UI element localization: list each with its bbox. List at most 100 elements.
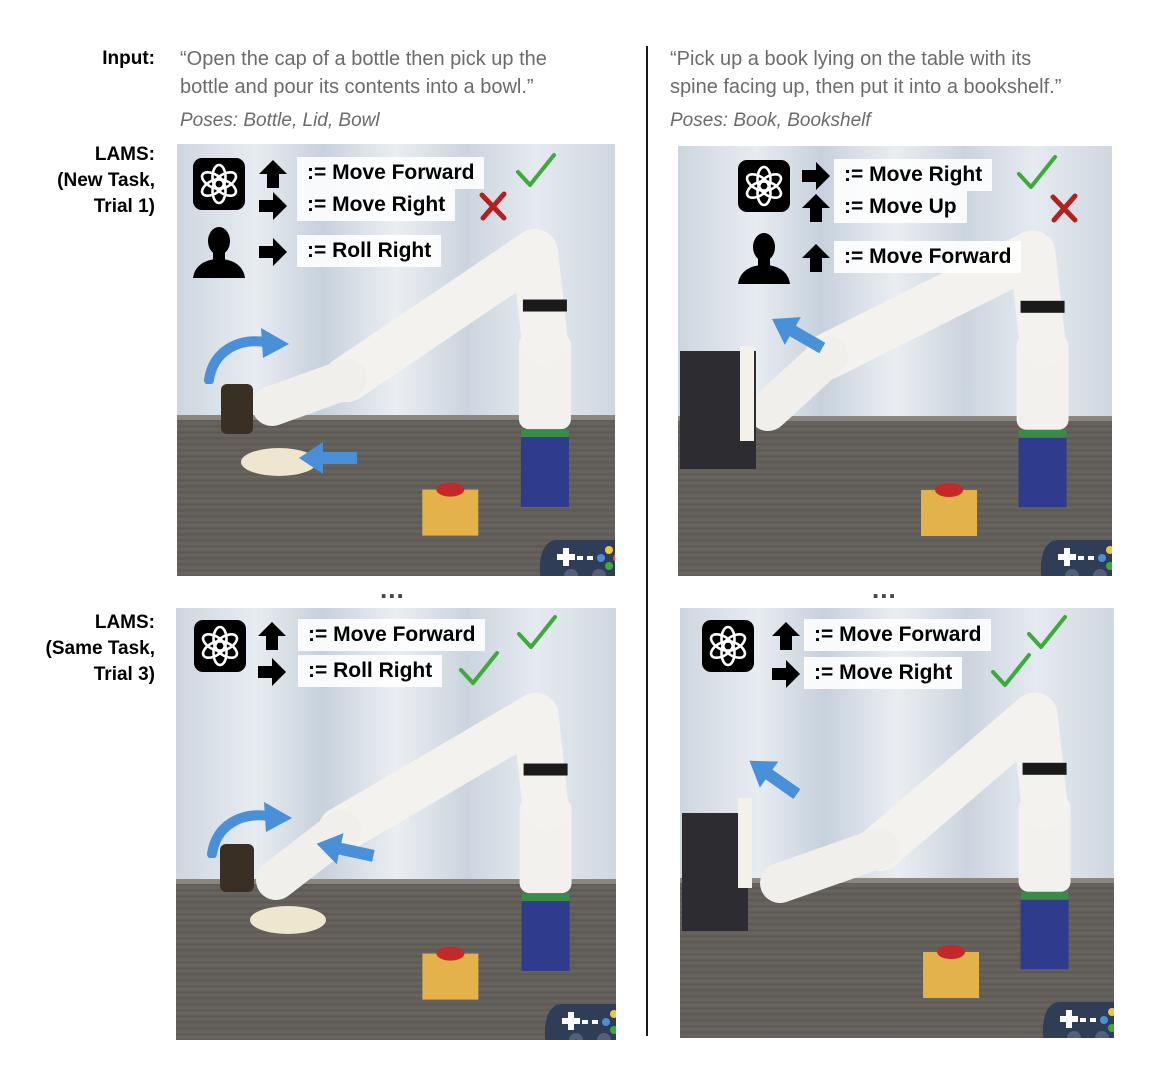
openai-logo-icon: [193, 158, 245, 210]
robot-base-stripe: [1020, 891, 1069, 900]
motion-arrow-icon: [299, 442, 357, 474]
human-icon: [736, 232, 792, 289]
action-label: := Move Up: [834, 191, 967, 223]
checkmark-icon: [516, 153, 556, 187]
lams-label-line: LAMS:: [94, 612, 155, 633]
book: [738, 798, 752, 888]
robot-joint-ring: [1020, 300, 1065, 313]
robot-joint-ring: [1022, 762, 1067, 775]
robot-joint-ring: [522, 299, 567, 312]
result-check: [516, 614, 558, 657]
arrow-right-icon: [258, 658, 286, 686]
estop-box: [422, 953, 479, 1000]
openai-logo: [194, 620, 246, 677]
input-label: Input:: [102, 48, 155, 69]
gamepad-icon: [544, 1004, 616, 1040]
instruction-line: bottle and pour its contents into a bowl…: [180, 76, 534, 98]
result-cross: [1048, 192, 1080, 229]
robot-arm: [805, 230, 1066, 379]
lams-label-line: Trial 3): [93, 664, 155, 685]
photo-task1-trial3: := Move Forward := Roll Right: [176, 608, 616, 1040]
gamepad-icon: [539, 540, 615, 576]
robot-arm-scene: [220, 693, 572, 1000]
estop-button: [436, 482, 465, 497]
openai-logo: [702, 620, 754, 677]
motion-arrow: [744, 758, 804, 803]
robot-base-stripe: [1018, 429, 1067, 438]
result-check: [458, 650, 500, 693]
robot-forearm: [748, 336, 848, 431]
motion-arrow-icon: [772, 317, 826, 354]
photo-task2-trial3: := Move Forward := Move Right: [680, 608, 1114, 1038]
arrow-right: [257, 236, 289, 273]
bowl: [250, 906, 326, 934]
estop-button: [937, 945, 966, 959]
action-label: := Move Forward: [804, 619, 992, 651]
checkmark-icon: [1027, 615, 1067, 649]
lams-same-task-label: LAMS: (Same Task, Trial 3): [10, 610, 155, 688]
gamepad: [539, 532, 615, 576]
checkmark-icon: [991, 653, 1031, 687]
bottle: [221, 384, 253, 434]
motion-arrow-icon: [316, 833, 375, 865]
instruction-line: “Open the cap of a bottle then pick up t…: [180, 48, 547, 70]
lams-label-line: LAMS:: [94, 144, 155, 165]
robot-base: [521, 893, 570, 971]
column-divider: [646, 46, 648, 1036]
robot-forearm: [760, 828, 900, 903]
robot-arm: [324, 229, 568, 402]
robot-arm-scene: [221, 229, 571, 536]
robot-base: [520, 429, 569, 507]
rotation-arrow: [203, 324, 293, 389]
action-label: := Move Forward: [297, 157, 485, 189]
arrow-right-icon: [772, 660, 800, 688]
robot-base: [1020, 891, 1069, 970]
table-edge: [680, 878, 1114, 884]
arrow-right-icon: [259, 238, 287, 266]
instruction-line: “Pick up a book lying on the table with …: [670, 48, 1032, 70]
openai-logo: [738, 160, 790, 217]
lams-label-line: (New Task,: [57, 170, 155, 191]
arrow-right: [770, 658, 802, 695]
ellipsis-right: ...: [872, 574, 897, 604]
robot-arm: [857, 692, 1068, 871]
arrow-up: [256, 620, 288, 657]
task2-poses: Poses: Book, Bookshelf: [670, 110, 871, 131]
arrow-up-icon: [772, 622, 800, 650]
openai-logo-icon: [738, 160, 790, 212]
estop-box: [921, 490, 978, 536]
arrow-right: [256, 656, 288, 693]
robot-arm-scene: [680, 230, 1069, 536]
robot-base-stripe: [521, 893, 570, 902]
gamepad: [544, 996, 616, 1040]
human-icon: [193, 227, 245, 278]
estop-button: [436, 946, 465, 961]
lams-label-line: Trial 1): [93, 196, 155, 217]
motion-arrow-icon: [749, 760, 801, 799]
lams-label-line: (Same Task,: [45, 638, 155, 659]
human-icon: [738, 233, 790, 284]
arrow-up-icon: [802, 244, 830, 272]
photo-task1-trial1: := Move Forward := Move Right := Roll Ri…: [177, 144, 615, 576]
action-label: := Move Forward: [298, 619, 486, 651]
gamepad-icon: [1042, 1002, 1114, 1038]
gamepad: [1040, 532, 1112, 576]
photo-task2-trial1: := Move Right := Move Up := Move Forward: [678, 146, 1112, 576]
arrow-right-icon: [802, 162, 830, 190]
arrow-up: [770, 620, 802, 657]
ellipsis-left: ...: [380, 574, 405, 604]
table-edge: [678, 416, 1112, 422]
table-edge: [177, 415, 615, 421]
motion-arrow: [768, 314, 828, 359]
action-label: := Move Right: [834, 159, 993, 191]
action-label: := Roll Right: [298, 655, 443, 687]
robot-joint-ring: [523, 763, 568, 776]
rotation-arrow-icon: [207, 802, 292, 859]
bookshelf: [682, 813, 748, 931]
result-check: [1026, 614, 1068, 657]
motion-arrow: [316, 830, 376, 875]
arrow-up: [800, 192, 832, 229]
robot-arm: [318, 693, 569, 853]
arrow-right-icon: [259, 192, 287, 220]
task2-instruction: “Pick up a book lying on the table with …: [670, 45, 1150, 101]
